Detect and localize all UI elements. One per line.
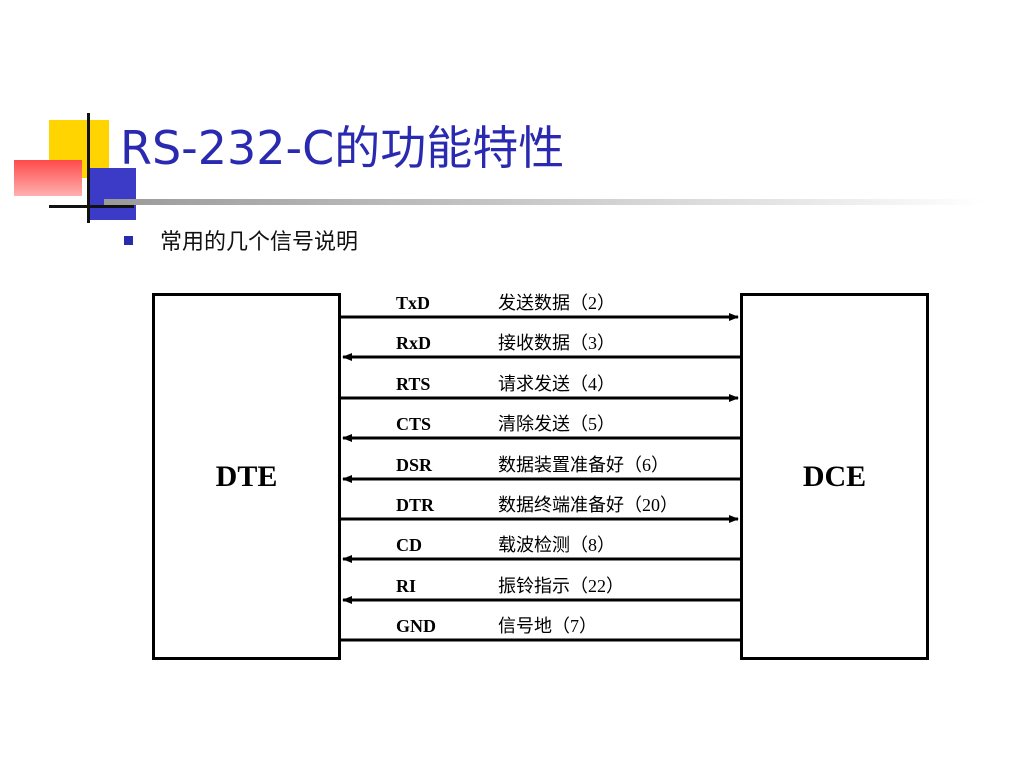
signal-name-dtr: DTR: [396, 495, 435, 515]
signal-desc-dtr: 数据终端准备好（20）: [498, 495, 678, 515]
decor-vertical-line: [87, 113, 90, 223]
signal-desc-txd: 发送数据（2）: [498, 293, 615, 313]
signal-desc-ri: 振铃指示（22）: [498, 576, 624, 596]
dce-label: DCE: [802, 459, 867, 493]
signal-desc-cd: 载波检测（8）: [498, 535, 615, 555]
bullet-square-icon: [124, 236, 133, 245]
signal-name-cd: CD: [396, 535, 422, 555]
signal-name-rxd: RxD: [396, 333, 431, 353]
dte-label: DTE: [215, 459, 278, 493]
slide-title: RS-232-C的功能特性: [120, 121, 565, 175]
signal-name-dsr: DSR: [396, 455, 433, 475]
signal-name-cts: CTS: [396, 414, 432, 434]
signal-name-rts: RTS: [396, 374, 431, 394]
signal-desc-rts: 请求发送（4）: [498, 374, 615, 394]
signal-desc-rxd: 接收数据（3）: [498, 333, 615, 353]
signal-desc-gnd: 信号地（7）: [498, 616, 597, 636]
decor-horizontal-line: [49, 205, 134, 208]
decor-red-bar: [14, 160, 82, 196]
signal-name-txd: TxD: [396, 293, 431, 313]
signal-name-gnd: GND: [396, 616, 436, 636]
dce-box: DCE: [740, 293, 929, 660]
signal-desc-dsr: 数据装置准备好（6）: [498, 455, 669, 475]
dte-box: DTE: [152, 293, 341, 660]
decor-blue-square: [88, 168, 136, 220]
bullet-text: 常用的几个信号说明: [160, 230, 359, 255]
signal-desc-cts: 清除发送（5）: [498, 414, 615, 434]
title-underline: [104, 199, 984, 205]
signal-name-ri: RI: [396, 576, 417, 596]
